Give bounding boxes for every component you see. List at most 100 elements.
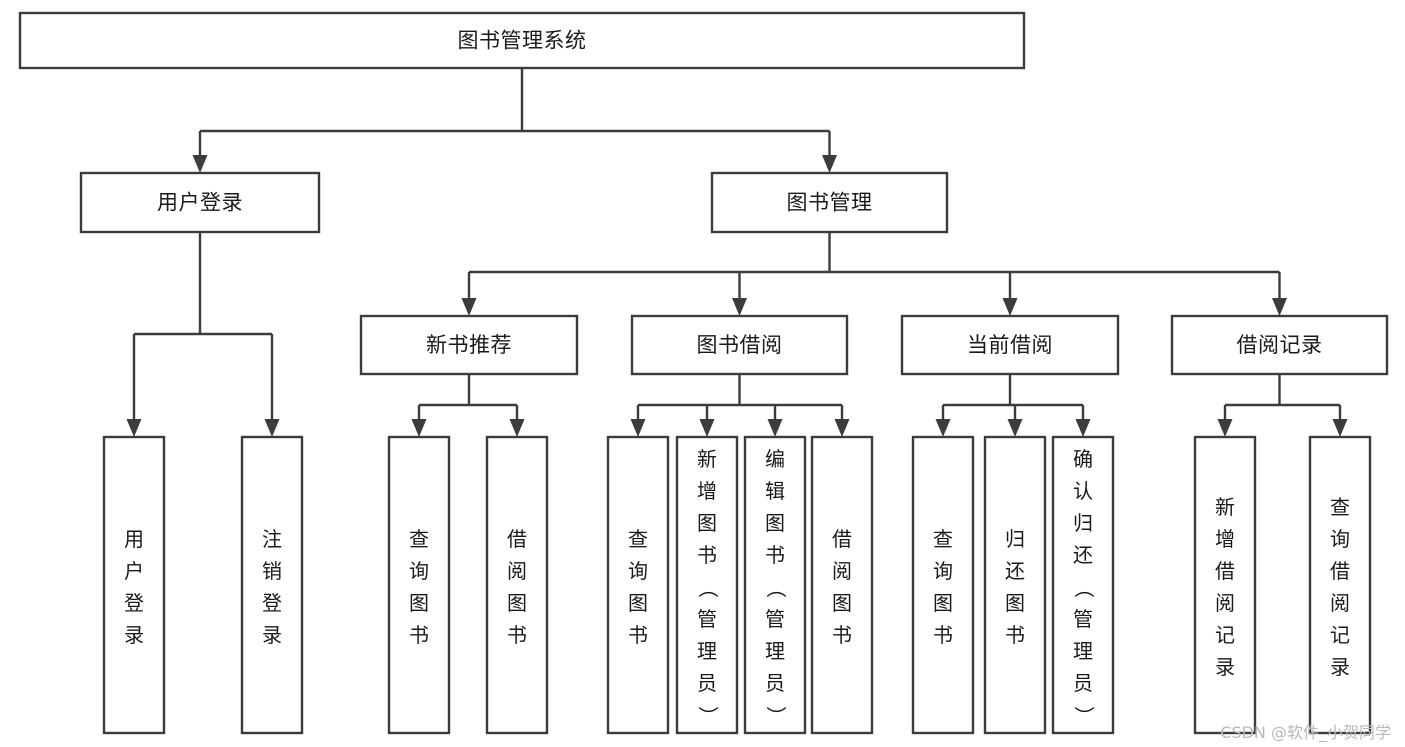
node-label-char: 书 [1005,623,1025,647]
node-box [1051,435,1115,735]
arrow-head-icon [461,298,477,316]
node-box [387,435,451,735]
arrow-head-icon [1007,419,1023,437]
arrow-head-icon [126,419,142,437]
node-label-char: 还 [1005,559,1025,583]
node-borrow-record[interactable]: 借阅记录 [1170,314,1389,376]
node-label-char: （ [1072,578,1096,598]
node-box [675,435,739,735]
arrow-head-icon [1075,419,1091,437]
node-book-borrow[interactable]: 图书借阅 [630,314,849,376]
node-label-char: 记 [1215,623,1235,647]
node-label-char: 阅 [1330,591,1350,615]
node-label-char: 书 [933,623,953,647]
node-label: 借阅记录 [1237,333,1323,357]
node-label-char: ） [764,706,788,726]
node-label-char: 借 [832,527,852,551]
node-box [18,11,1026,70]
node-new-book-rec[interactable]: 新书推荐 [359,314,579,376]
node-label-char: 员 [697,671,717,695]
node-box [630,314,849,376]
node-label-char: 管 [1073,607,1093,631]
node-label-char: 确 [1073,447,1093,471]
node-label-char: 查 [628,527,648,551]
node-label-char: 员 [765,671,785,695]
node-label: 当前借阅 [967,333,1053,357]
node-box [240,435,304,735]
node-label-char: 还 [1073,543,1093,567]
node-label-char: 销 [262,559,282,583]
connector-group-new-book-rec [411,374,525,437]
node-label-char: 阅 [507,559,527,583]
node-box [983,435,1047,735]
node-label-char: 员 [1073,671,1093,695]
node-box [911,435,975,735]
arrow-head-icon [192,155,208,173]
node-label-char: 查 [409,527,429,551]
node-box [485,435,549,735]
node-box [710,171,949,234]
node-box [900,314,1120,376]
node-label-char: 询 [409,559,429,583]
node-label-char: ） [1072,706,1096,726]
node-label-char: 查 [933,527,953,551]
node-label-char: 登 [262,591,282,615]
node-label-char: 借 [1215,559,1235,583]
node-label-char: 用 [124,527,144,551]
arrow-head-icon [767,419,783,437]
node-label-char: 询 [628,559,648,583]
node-label-char: 图 [409,591,429,615]
arrow-head-icon [1332,419,1348,437]
node-label-char: 理 [765,639,785,663]
node-root[interactable]: 图书管理系统 [18,11,1026,70]
connector-group-borrow-record [1217,374,1348,437]
node-label: 用户登录 [157,191,243,215]
node-label-char: 书 [765,543,785,567]
node-label-char: 户 [124,559,144,583]
node-label-char: 增 [1215,527,1235,551]
node-leaf-user-login[interactable]: 用户登录 [102,435,166,735]
node-label: 图书管理系统 [458,29,587,53]
node-label-char: 录 [1215,655,1235,679]
node-label-char: 增 [697,479,717,503]
node-label-char: 新 [697,447,717,471]
node-label-char: 管 [765,607,785,631]
node-label-char: ） [696,706,720,726]
node-label-char: （ [696,578,720,598]
node-label-char: （ [764,578,788,598]
node-label-char: 询 [1330,527,1350,551]
node-label-char: 归 [1073,511,1093,535]
node-user-login[interactable]: 用户登录 [79,171,321,234]
node-label-char: 记 [1330,623,1350,647]
node-label-char: 归 [1005,527,1025,551]
arrow-head-icon [834,419,850,437]
connector-group-root [192,68,837,173]
node-label-char: 书 [409,623,429,647]
node-label-char: 借 [1330,559,1350,583]
node-current-borrow[interactable]: 当前借阅 [900,314,1120,376]
node-label: 图书管理 [787,191,873,215]
node-label-char: 询 [933,559,953,583]
node-label-char: 录 [262,623,282,647]
node-book-manage[interactable]: 图书管理 [710,171,949,234]
arrow-head-icon [264,419,280,437]
node-label-char: 录 [1330,655,1350,679]
connector-lines-layer [126,68,1348,437]
node-label-char: 理 [1073,639,1093,663]
arrow-head-icon [822,155,837,173]
arrow-head-icon [935,419,951,437]
arrow-head-icon [732,298,747,316]
arrow-head-icon [630,419,646,437]
